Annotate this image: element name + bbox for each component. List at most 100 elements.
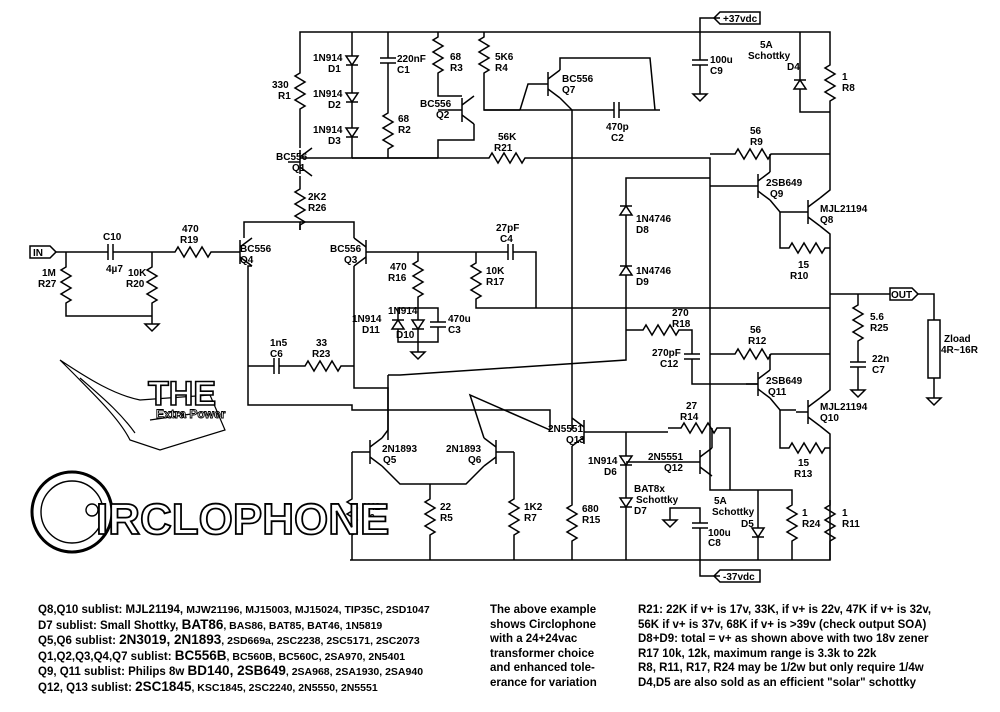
q3-name: Q3 bbox=[344, 255, 358, 266]
q3-collector-wire bbox=[353, 266, 389, 440]
zener-top-wire bbox=[625, 177, 710, 200]
c8-gnd-wire bbox=[669, 507, 701, 515]
r5-symbol bbox=[424, 493, 436, 541]
notes-left-segment: D7 sublist: Small Shottky, bbox=[38, 619, 182, 632]
notes-left: Q8,Q10 sublist: MJL21194, MJW21196, MJ15… bbox=[38, 603, 430, 695]
logo-the: THE bbox=[148, 375, 216, 413]
r24-name: R24 bbox=[802, 519, 821, 530]
r26-value: 2K2 bbox=[308, 192, 327, 203]
r20-symbol bbox=[146, 261, 158, 309]
c12-value: 270pF bbox=[652, 348, 681, 359]
d4-symbol bbox=[793, 73, 807, 96]
c4-right-wire bbox=[521, 251, 537, 308]
notes-right-line: D8+D9: total = v+ as shown above with tw… bbox=[638, 633, 929, 645]
notes-left-segment: , 2SD669a, 2SC2238, 2SC5171, 2SC2073 bbox=[221, 635, 420, 647]
notes-left-segment: , 2SA968, 2SA1930, 2SA940 bbox=[285, 666, 424, 678]
d8-value: 1N4746 bbox=[636, 214, 671, 225]
r3-value: 68 bbox=[450, 52, 462, 63]
c12-name: C12 bbox=[660, 359, 679, 370]
r16-value: 470 bbox=[390, 262, 407, 273]
notes-left-line: D7 sublist: Small Shottky, BAT86, BAS86,… bbox=[38, 617, 430, 634]
notes-left-segment: Q5,Q6 sublist: bbox=[38, 635, 120, 647]
q3-value: BC556 bbox=[330, 244, 362, 255]
r10-name: R10 bbox=[790, 271, 809, 282]
r11-name: R11 bbox=[842, 519, 860, 530]
r2-name: R2 bbox=[398, 125, 411, 136]
q6-symbol bbox=[483, 437, 509, 467]
d1-value: 1N914 bbox=[313, 53, 343, 64]
r24-wire bbox=[709, 466, 793, 500]
r18-name: R18 bbox=[672, 319, 691, 330]
d4-bottom-wire bbox=[799, 95, 830, 113]
out-label: OUT bbox=[891, 290, 912, 301]
r13-wire bbox=[779, 410, 784, 449]
r21-right-wire bbox=[530, 157, 711, 466]
d6-name: D6 bbox=[604, 467, 617, 478]
r10-wire bbox=[779, 212, 784, 249]
c2-symbol bbox=[605, 101, 628, 119]
pos-rail-port bbox=[712, 11, 761, 25]
diff-pair-tail-2 bbox=[300, 221, 355, 238]
r10-symbol bbox=[783, 242, 831, 254]
c4-symbol bbox=[499, 243, 522, 261]
q8-name: Q8 bbox=[820, 215, 834, 226]
d5-type: Schottky bbox=[712, 507, 755, 518]
d10-d11-top bbox=[397, 302, 419, 314]
r16-symbol bbox=[412, 255, 424, 303]
out-port bbox=[889, 287, 920, 301]
r27-symbol bbox=[60, 261, 72, 309]
d1-name: D1 bbox=[328, 64, 341, 75]
r20-value: 10K bbox=[128, 268, 147, 279]
d9-bottom-wire bbox=[388, 281, 627, 376]
notes-left-line: Q1,Q2,Q3,Q4,Q7 sublist: BC556B, BC560B, … bbox=[38, 648, 430, 665]
zload-value: 4R~16R bbox=[941, 345, 979, 356]
q8-value: MJL21194 bbox=[820, 204, 868, 215]
r15-symbol bbox=[566, 499, 578, 547]
gnd-symbol-4 bbox=[926, 391, 942, 406]
r17-name: R17 bbox=[486, 277, 505, 288]
r6-name: R6 bbox=[362, 513, 375, 524]
gnd-symbol-1 bbox=[144, 317, 160, 332]
c1-value: 220nF bbox=[397, 54, 426, 65]
d2-name: D2 bbox=[328, 100, 341, 111]
logo-brand: IRCLOPHONE bbox=[96, 495, 389, 544]
d1-symbol bbox=[345, 49, 359, 72]
d3-symbol bbox=[345, 121, 359, 144]
d7-value: BAT8x bbox=[634, 484, 665, 495]
r3-symbol bbox=[432, 31, 444, 79]
r19-name: R19 bbox=[180, 235, 199, 246]
r25-name: R25 bbox=[870, 323, 889, 334]
q1-name: Q1 bbox=[292, 163, 306, 174]
q9-coll bbox=[769, 199, 796, 213]
r13-name: R13 bbox=[794, 469, 813, 480]
d4-amp: 5A bbox=[760, 40, 773, 51]
notes-left-segment: Q9, Q11 sublist: Philips 8w bbox=[38, 666, 188, 678]
c2-value: 470p bbox=[606, 122, 629, 133]
notes-left-segment: Q1,Q2,Q3,Q4,Q7 sublist: bbox=[38, 650, 175, 663]
c12-symbol bbox=[683, 345, 701, 368]
q4-value: BC556 bbox=[240, 244, 272, 255]
d11-name: D11 bbox=[362, 325, 380, 336]
d4-name: D4 bbox=[787, 62, 800, 73]
d7-name: D7 bbox=[634, 506, 647, 517]
q6-value: 2N1893 bbox=[446, 444, 481, 455]
notes-left-segment: 2N3019, 2N1893 bbox=[119, 632, 222, 647]
notes-middle-line: The above example bbox=[490, 604, 597, 616]
q13-name: Q13 bbox=[566, 435, 585, 446]
r27-value: 1M bbox=[42, 268, 56, 279]
notes-middle-line: and enhanced tole- bbox=[490, 662, 595, 674]
r15-name: R15 bbox=[582, 515, 601, 526]
q5-symbol bbox=[357, 437, 383, 467]
c3-value: 470u bbox=[448, 314, 471, 325]
gnd-symbol-5 bbox=[850, 383, 866, 398]
r8-value: 1 bbox=[842, 72, 848, 83]
r4-name: R4 bbox=[495, 63, 508, 74]
r23-value: 33 bbox=[316, 338, 328, 349]
r24-value: 1 bbox=[802, 508, 808, 519]
r11-value: 1 bbox=[842, 508, 848, 519]
out-load-wire bbox=[918, 293, 935, 320]
notes-right-line: R21: 22K if v+ is 17v, 33K, if v+ is 22v… bbox=[638, 604, 932, 616]
d7-type: Schottky bbox=[636, 495, 679, 506]
r1-symbol bbox=[294, 67, 306, 115]
r9-name: R9 bbox=[750, 137, 763, 148]
